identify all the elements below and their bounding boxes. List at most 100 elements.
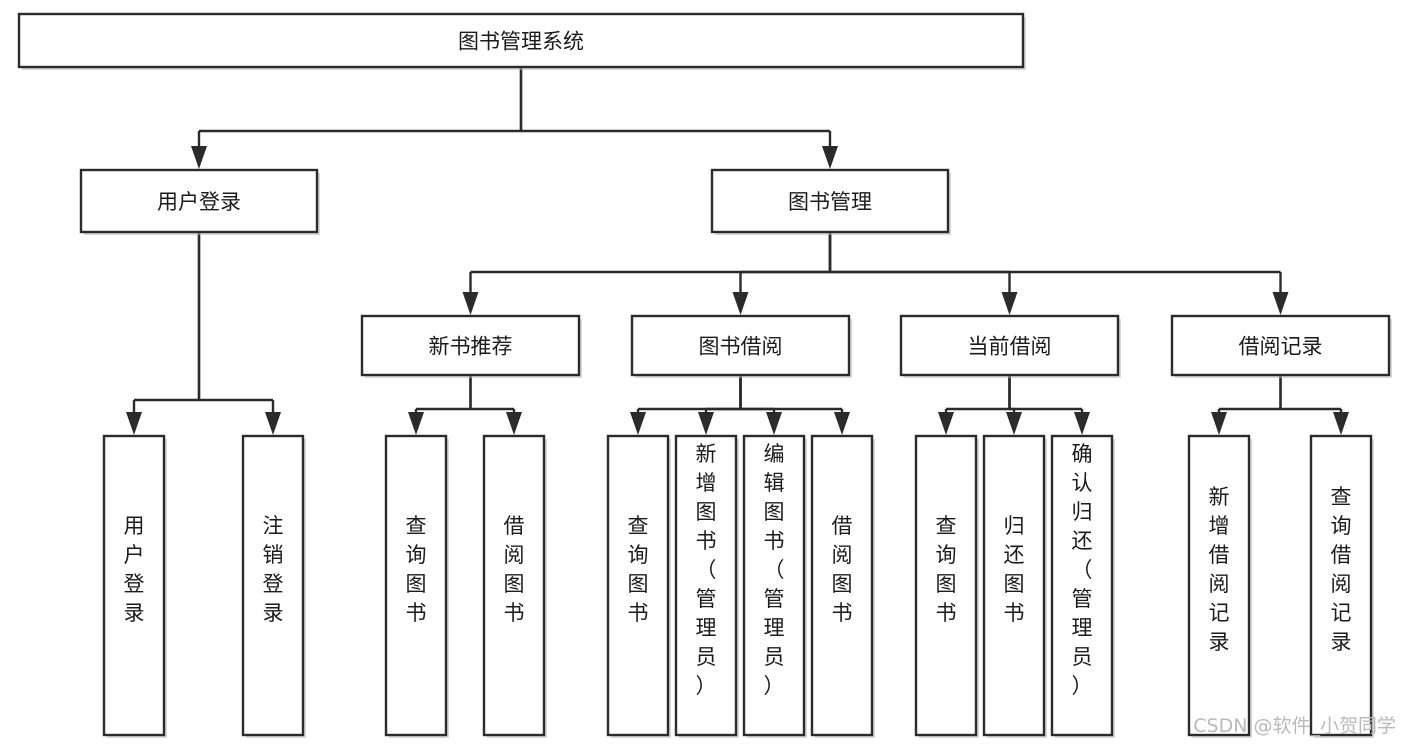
arrow-head-icon (1333, 412, 1349, 435)
node-leaf-user-login[interactable]: 用户登录 (102, 434, 167, 738)
arrow-head-icon (1272, 292, 1289, 315)
node-leaf-borrow-book-rec[interactable]: 借阅图书 (482, 434, 547, 738)
node-new-book-rec[interactable]: 新书推荐 (360, 314, 582, 378)
arrow-head-icon (1074, 412, 1090, 435)
node-user-login[interactable]: 用户登录 (79, 168, 320, 235)
node-leaf-query-record[interactable]: 查询借阅记录 (1309, 434, 1374, 738)
arrow-head-icon (834, 412, 850, 435)
node-label: 图书借阅 (699, 335, 783, 359)
csdn-watermark: CSDN @软件_小贺同学 (1193, 715, 1396, 737)
connector-e-ul-leaf-login (126, 232, 201, 435)
connector-e-nbr-query (408, 375, 472, 435)
arrow-head-icon (1001, 292, 1018, 315)
node-box[interactable] (360, 314, 581, 377)
node-label: 新增图书（管理员） (696, 442, 717, 698)
node-label: 注销登录 (263, 514, 284, 625)
node-box[interactable] (982, 434, 1046, 737)
node-box[interactable] (606, 434, 670, 737)
node-book-borrow[interactable]: 图书借阅 (630, 314, 852, 378)
node-leaf-user-logout[interactable]: 注销登录 (241, 434, 306, 738)
arrow-head-icon (462, 292, 479, 315)
connector-e-nbr-borrow (469, 375, 522, 435)
node-layer: 图书管理系统用户登录图书管理新书推荐图书借阅当前借阅借阅记录用户登录注销登录查询… (17, 12, 1392, 738)
node-current-borrow[interactable]: 当前借阅 (899, 314, 1121, 378)
connector-e-root-user-login (191, 67, 523, 169)
node-leaf-confirm-return[interactable]: 确认归还（管理员） (1050, 434, 1115, 738)
arrow-head-icon (408, 412, 424, 435)
node-label: 当前借阅 (968, 335, 1052, 359)
arrow-head-icon (265, 412, 281, 435)
connector-e-bm-book-borrow (732, 232, 832, 315)
node-box[interactable] (914, 434, 978, 737)
node-label: 新增借阅记录 (1209, 485, 1230, 654)
node-box[interactable] (482, 434, 546, 737)
node-label: 查询借阅记录 (1331, 485, 1352, 654)
arrow-head-icon (126, 412, 142, 435)
node-label: 新书推荐 (429, 335, 513, 359)
node-label: 借阅图书 (504, 514, 525, 625)
node-box[interactable] (17, 12, 1025, 69)
arrow-head-icon (698, 412, 714, 435)
node-label: 归还图书 (1004, 514, 1025, 625)
arrow-head-icon (1211, 412, 1227, 435)
connector-e-bm-new-book-rec (462, 232, 832, 315)
node-label: 查询图书 (628, 514, 649, 625)
node-label: 图书管理 (788, 190, 872, 214)
arrow-head-icon (938, 412, 954, 435)
arrow-head-icon (630, 412, 646, 435)
node-label: 查询图书 (406, 514, 427, 625)
node-leaf-add-record[interactable]: 新增借阅记录 (1187, 434, 1252, 738)
arrow-head-icon (822, 146, 838, 169)
node-leaf-query-book-rec[interactable]: 查询图书 (384, 434, 449, 738)
arrow-head-icon (191, 146, 207, 169)
connector-e-br-query (1279, 375, 1349, 435)
node-book-manage[interactable]: 图书管理 (710, 168, 951, 235)
node-leaf-return-book[interactable]: 归还图书 (982, 434, 1047, 738)
node-leaf-query-book-bor[interactable]: 查询图书 (606, 434, 671, 738)
node-box[interactable] (1050, 434, 1114, 737)
arrow-head-icon (732, 292, 749, 315)
node-leaf-add-book[interactable]: 新增图书（管理员） (674, 434, 739, 738)
connector-e-bb-borrow (739, 375, 850, 435)
node-label: 确认归还（管理员） (1072, 442, 1093, 698)
connector-e-cb-query (938, 375, 1011, 435)
node-box[interactable] (742, 434, 806, 737)
connector-e-ul-leaf-logout (197, 232, 281, 435)
connector-e-br-add (1211, 375, 1282, 435)
node-label: 借阅记录 (1239, 335, 1323, 359)
node-box[interactable] (674, 434, 738, 737)
arrow-head-icon (506, 412, 522, 435)
node-label: 用户登录 (157, 190, 241, 214)
node-box[interactable] (102, 434, 166, 737)
node-box[interactable] (79, 168, 319, 234)
node-leaf-edit-book[interactable]: 编辑图书（管理员） (742, 434, 807, 738)
edge-layer (126, 67, 1349, 435)
connector-e-bm-borrow-record (828, 232, 1289, 315)
node-label: 查询图书 (936, 514, 957, 625)
node-borrow-record[interactable]: 借阅记录 (1170, 314, 1392, 378)
node-label: 用户登录 (124, 514, 145, 625)
node-root[interactable]: 图书管理系统 (17, 12, 1026, 70)
arrow-head-icon (1006, 412, 1022, 435)
node-box[interactable] (810, 434, 874, 737)
connector-e-bb-add (698, 375, 742, 435)
connector-e-cb-confirm (1008, 375, 1090, 435)
node-box[interactable] (1187, 434, 1251, 737)
node-box[interactable] (1170, 314, 1391, 377)
node-leaf-query-book-cur[interactable]: 查询图书 (914, 434, 979, 738)
node-leaf-borrow-book-bor[interactable]: 借阅图书 (810, 434, 875, 738)
node-box[interactable] (1309, 434, 1373, 737)
connector-e-bm-current-borrow (828, 232, 1018, 315)
node-label: 编辑图书（管理员） (764, 442, 785, 698)
node-box[interactable] (384, 434, 448, 737)
node-box[interactable] (710, 168, 950, 234)
node-box[interactable] (630, 314, 851, 377)
node-label: 图书管理系统 (458, 30, 584, 54)
arrow-head-icon (766, 412, 782, 435)
node-box[interactable] (899, 314, 1120, 377)
connector-e-bb-edit (739, 375, 782, 435)
connector-e-bb-query (630, 375, 742, 435)
node-box[interactable] (241, 434, 305, 737)
